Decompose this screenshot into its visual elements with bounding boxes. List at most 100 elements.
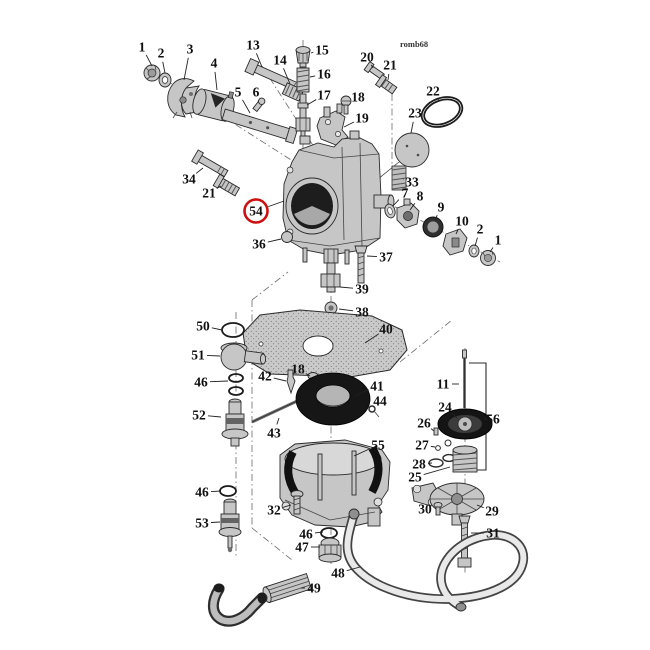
leader-line-18 [305,373,311,377]
part-47-nut-fitting [318,537,342,563]
part-38-nut [324,301,338,315]
watermark-code: romb68 [400,39,428,49]
part-label-33: 33 [405,175,419,190]
leader-line-55 [353,448,371,457]
leader-line-21 [387,73,390,81]
part-label-49: 49 [307,581,321,596]
part-label-11: 11 [437,377,450,392]
part-30-screw [433,501,443,516]
part-label-28: 28 [412,457,426,472]
part-label-51: 51 [191,348,205,363]
part-label-17: 17 [317,88,331,103]
leader-line-41 [354,389,369,397]
part-label-24: 24 [438,400,452,415]
leader-line-48 [346,566,361,572]
part-5-throttle-rod [221,108,299,144]
part-label-25: 25 [408,470,422,485]
leader-line-46 [314,531,324,534]
part-16-spring [296,67,310,93]
part-label-46: 46 [299,527,313,542]
part-41-float-ring [295,372,371,426]
part-44-clip [368,405,380,418]
leader-line-10 [455,228,459,235]
part-label-14: 14 [273,53,287,68]
leader-line-2 [474,237,478,247]
part-label-50: 50 [196,319,210,334]
part-32-screw [290,490,304,515]
part-1-nut [143,64,161,82]
leader-line-8 [409,203,416,211]
part-label-5: 5 [235,85,242,100]
part-34-screw [191,149,229,178]
leader-line-20 [370,64,374,69]
part-27-balls [435,439,452,451]
part-label-22: 22 [426,84,440,99]
part-label-6: 6 [253,85,260,100]
part-label-7: 7 [402,186,409,201]
part-39-fitting [320,248,341,293]
leader-line-40 [364,333,379,344]
part-label-37: 37 [379,250,393,265]
leader-line-37 [366,255,378,257]
part-25-spring-cup [452,445,478,473]
part-label-3: 3 [187,42,194,57]
part-28-o-rings [428,453,456,468]
part-label-1: 1 [139,40,146,55]
part-label-20: 20 [360,50,374,65]
leader-line-4 [214,71,218,91]
part-label-23: 23 [408,106,422,121]
leader-line-13 [255,53,263,68]
part-label-16: 16 [317,67,331,82]
part-label-15: 15 [315,43,329,58]
part-label-30: 30 [418,502,432,517]
leader-line-7 [392,199,400,207]
leader-line-9 [434,214,438,221]
leader-line-5 [242,99,251,114]
part-label-1: 1 [495,233,502,248]
part-42-needle-valve [286,369,296,395]
part-label-41: 41 [370,379,384,394]
leader-line-2 [162,61,166,74]
part-label-46: 46 [195,485,209,500]
leader-line-24 [451,412,458,419]
part-label-18: 18 [291,362,305,377]
part-2-washer [158,72,172,88]
leader-line-16 [309,75,316,78]
leader-line-50 [211,327,223,331]
leader-line-23 [410,121,414,134]
part-50-o-ring [221,322,245,338]
leader-line-52 [207,415,222,418]
part-51-inlet-fitting [220,342,267,371]
part-label-31: 31 [486,526,500,541]
part-label-9: 9 [438,200,445,215]
part-29-pump-cover [411,482,485,526]
part-53-drain-valve [218,498,242,553]
part-label-29: 29 [485,504,499,519]
part-10-bracket [442,228,468,256]
part-label-8: 8 [417,189,424,204]
part-label-47: 47 [295,540,309,555]
leader-line-1 [489,247,494,253]
part-4-cable-drum [192,88,235,122]
part-46-o-rings-upper [228,373,244,396]
part-20-screw [363,60,385,80]
part-55-float-bowl [279,439,391,528]
part-label-53: 53 [195,516,209,531]
leader-line-46 [209,380,229,383]
leader-line-36 [267,238,282,243]
part-11-needle [462,349,467,408]
part-6-screw [252,97,266,113]
leader-line-54 [268,200,285,208]
part-label-10: 10 [455,214,469,229]
part-7-washer [384,203,396,219]
part-label-44: 44 [373,394,387,409]
part-22-o-ring [420,96,464,128]
leader-line-1 [145,54,153,67]
part-15-cap [295,46,311,68]
part-21-screw-left [212,173,241,197]
part-52-check-valve [221,398,249,447]
part-17-plunger [295,93,311,140]
leader-line-51 [206,354,221,357]
part-label-36: 36 [252,237,266,252]
